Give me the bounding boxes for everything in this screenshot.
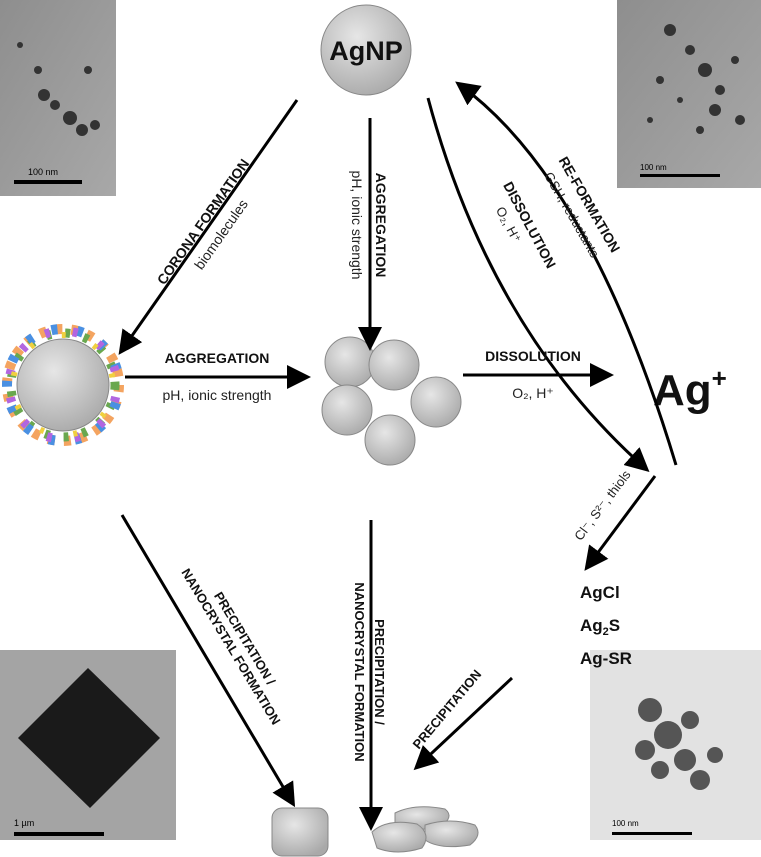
label-dissolution-horizontal: DISSOLUTION O₂, H⁺ [485, 348, 581, 401]
label-line1: PRECIPITATION / [372, 619, 387, 725]
arrow-corona [118, 99, 299, 355]
label-corona: CORONA FORMATION biomolecules [154, 156, 253, 287]
scale-label: 100 nm [640, 163, 667, 172]
precipitate-shape [371, 806, 479, 853]
arrow-precip-right [413, 676, 514, 771]
label-dissolution-curve: DISSOLUTION O₂, H⁺ [493, 179, 559, 271]
label-line2: NANOCRYSTAL FORMATION [352, 582, 367, 761]
label-condition: pH, ionic strength [349, 171, 365, 280]
nanocrystal-shape [271, 807, 329, 857]
micrograph-bottom-right: 100 nm [590, 650, 761, 840]
silver-ion-node: Ag+ [653, 363, 727, 415]
label-title: AGGREGATION [373, 173, 389, 278]
label-complexation: Cl⁻, S²⁻, thiols [571, 467, 634, 543]
arrow-reformation [455, 81, 678, 466]
arrows [118, 81, 678, 831]
label-line2: NANOCRYSTAL FORMATION [178, 566, 283, 727]
scale-label: 100 nm [28, 167, 58, 177]
label-precip-center: PRECIPITATION / NANOCRYSTAL FORMATION [352, 582, 387, 761]
aggregate-node [321, 336, 462, 466]
micrograph-top-right: 100 nm [617, 0, 761, 188]
label-condition: O₂, H⁺ [512, 385, 554, 401]
product-agcl: AgCl [580, 583, 620, 602]
scale-label: 1 µm [14, 818, 34, 828]
product-agsr: Ag-SR [580, 649, 632, 668]
micrograph-bottom-left: 1 µm [0, 650, 176, 840]
label-title: AGGREGATION [165, 350, 270, 366]
product-ag2s: Ag2S [580, 616, 620, 638]
label-aggregation-horizontal: AGGREGATION pH, ionic strength [163, 350, 272, 403]
arrow-precip-left [120, 514, 296, 808]
micrograph-top-left: 100 nm [0, 0, 116, 196]
label-condition: Cl⁻, S²⁻, thiols [571, 467, 634, 543]
arrow-complexation [584, 475, 657, 571]
label-title: DISSOLUTION [485, 348, 581, 364]
arrow-dissolution-curve [426, 97, 650, 472]
agnp-label: AgNP [329, 36, 403, 66]
label-aggregation-vertical: AGGREGATION pH, ionic strength [349, 171, 389, 280]
agnp-node: AgNP [320, 4, 412, 96]
scale-label: 100 nm [612, 819, 639, 828]
silver-salts: AgCl Ag2S Ag-SR [580, 583, 632, 668]
corona-particle [2, 324, 124, 446]
label-condition: pH, ionic strength [163, 387, 272, 403]
